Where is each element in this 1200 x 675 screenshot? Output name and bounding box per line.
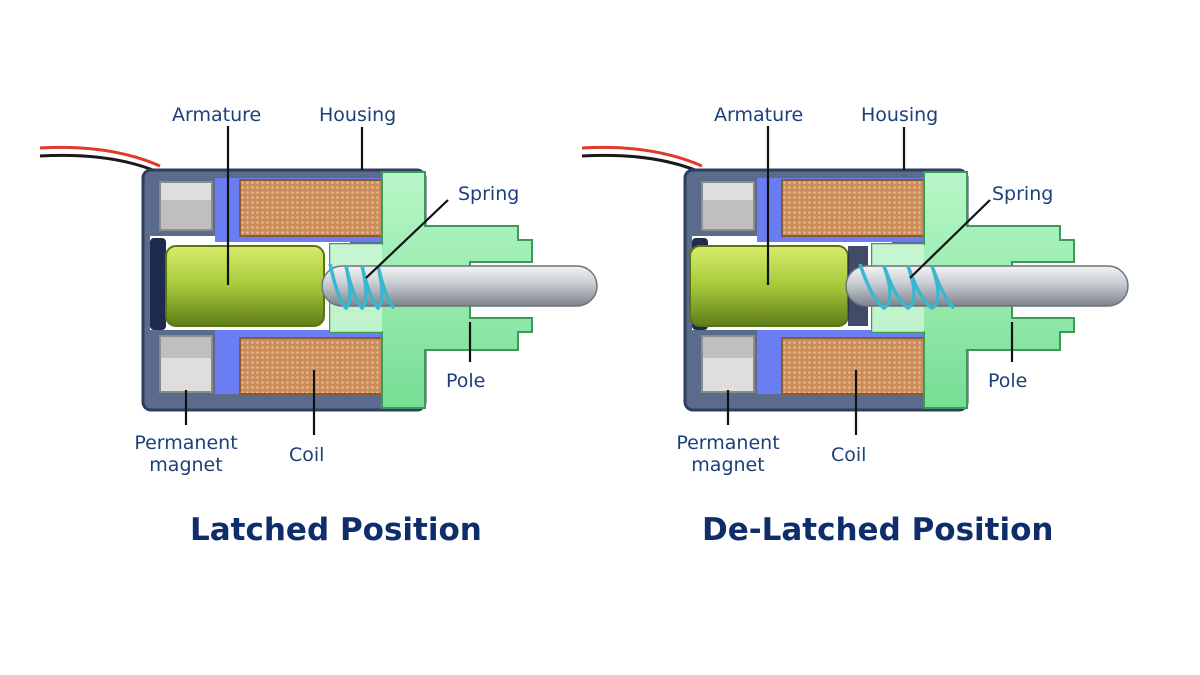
housing-label: Housing	[319, 104, 397, 126]
armature	[689, 245, 868, 327]
coil-label: Coil	[831, 444, 867, 466]
permanent-magnet-blocks	[701, 181, 755, 393]
armature-end-stop	[150, 238, 166, 330]
permanent-magnet-label-line2: magnet	[149, 454, 223, 476]
caption-latched-position: Latched Position	[190, 512, 482, 548]
lead-wires	[39, 145, 161, 174]
pole-label: Pole	[988, 370, 1028, 392]
leader-lines	[726, 126, 1014, 435]
plunger-shaft	[845, 265, 1129, 307]
solenoid-diagram-latched: Armature Housing Spring Pole Permanent m…	[39, 104, 598, 548]
permanent-magnet-label: Permanent magnet	[126, 432, 246, 476]
armature-label: Armature	[172, 104, 262, 126]
armature-label: Armature	[714, 104, 804, 126]
coil-windings	[781, 179, 927, 395]
coil-label: Coil	[289, 444, 325, 466]
permanent-magnet-blocks	[159, 181, 213, 393]
permanent-magnet-label-line2: magnet	[691, 454, 765, 476]
solenoid-cutaway-delatched	[581, 126, 1129, 435]
spring	[328, 263, 396, 311]
solenoid-cutaway-latched	[39, 126, 598, 435]
caption-delatched-position: De-Latched Position	[702, 512, 1054, 548]
spring-label: Spring	[458, 183, 520, 205]
spring-label: Spring	[992, 183, 1054, 205]
spring	[858, 263, 956, 311]
permanent-magnet-label: Permanent magnet	[668, 432, 788, 476]
permanent-magnet-label-line1: Permanent	[134, 432, 238, 454]
plunger-shaft	[321, 265, 598, 307]
armature	[165, 245, 325, 327]
pole-label: Pole	[446, 370, 486, 392]
lead-wires	[581, 145, 703, 174]
housing-label: Housing	[861, 104, 939, 126]
solenoid-diagram-delatched: Armature Housing Spring Pole Permanent m…	[542, 0, 1142, 675]
permanent-magnet-label-line1: Permanent	[676, 432, 780, 454]
leader-lines	[184, 126, 472, 435]
